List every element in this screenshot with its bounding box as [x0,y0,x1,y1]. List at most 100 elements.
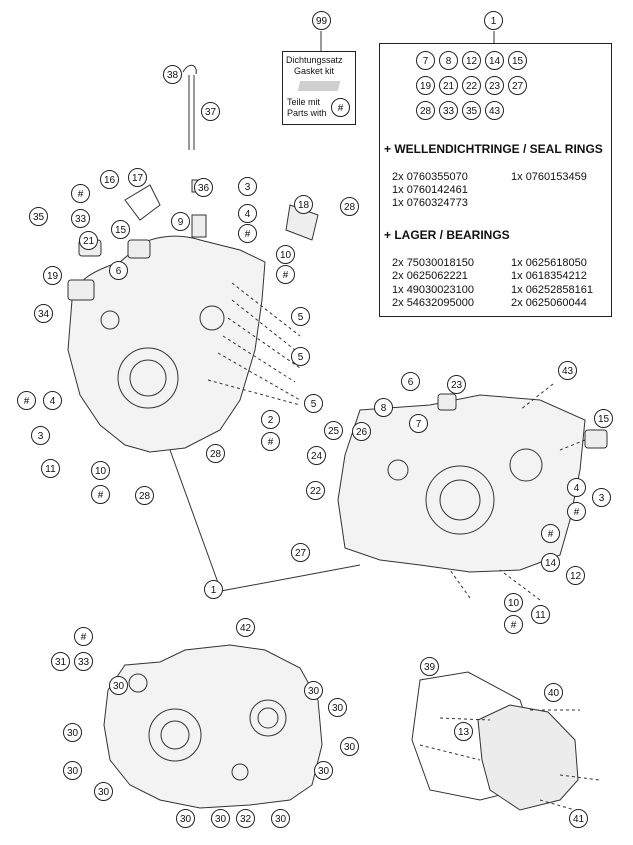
oil-tube [188,75,195,150]
kit-part-balloon: 23 [485,76,504,95]
clip-17 [124,184,161,221]
kit-part-balloon: 27 [508,76,527,95]
bearing-row: 2x 0625062221 [392,270,468,282]
bearing-bore [129,359,167,397]
bearing-bore [509,448,543,482]
hash-marker: # [331,98,350,117]
crankcase-left-half [67,235,266,453]
bearing-19 [67,279,95,301]
bearing-bore [425,465,495,535]
seal-row: 1x 0760142461 [392,184,468,196]
callout-balloon: 5 [291,307,310,326]
callout-balloon: 4 [567,478,586,497]
bearing-bore [100,310,120,330]
callout-balloon: 24 [307,446,326,465]
kit-part-balloon: 15 [508,51,527,70]
callout-balloon: 37 [201,102,220,121]
hash-marker-balloon: # [504,615,523,634]
callout-balloon: 99 [312,11,331,30]
callout-balloon: 30 [328,698,347,717]
parts-with-label-en: Parts with [287,108,327,118]
callout-balloon: 35 [29,207,48,226]
callout-balloon: 43 [558,361,577,380]
kit-part-balloon: 43 [485,101,504,120]
callout-balloon: 11 [531,605,550,624]
bearing-row: 2x 54632095000 [392,297,474,309]
crankcase-right-half [337,394,586,573]
callout-balloon: 30 [109,676,128,695]
bearing-row: 1x 49030023100 [392,284,474,296]
callout-balloon: 6 [109,261,128,280]
callout-balloon: 3 [31,426,50,445]
callout-balloon: 30 [63,761,82,780]
bearing-bore [231,763,249,781]
callout-balloon: 19 [43,266,62,285]
callout-balloon: 15 [111,220,130,239]
bearing-row: 1x 06252858161 [511,284,593,296]
callout-balloon: 2 [261,410,280,429]
callout-balloon: 30 [94,782,113,801]
kit-part-balloon: 28 [416,101,435,120]
callout-balloon: 40 [544,683,563,702]
callout-balloon: 30 [271,809,290,828]
bearing-bore [249,699,287,737]
kit-part-balloon: 19 [416,76,435,95]
kit-part-balloon: 12 [462,51,481,70]
leader-line [207,282,301,406]
callout-balloon: 31 [51,652,70,671]
kit-part-balloon: 7 [416,51,435,70]
callout-balloon: 5 [291,347,310,366]
callout-balloon: 27 [291,543,310,562]
callout-balloon: 21 [79,231,98,250]
callout-balloon: 36 [194,178,213,197]
callout-balloon: 15 [594,409,613,428]
callout-balloon: 1 [204,580,223,599]
callout-balloon: 28 [206,444,225,463]
seal-row: 2x 0760355070 [392,171,468,183]
callout-balloon: 17 [128,168,147,187]
oil-tube-cap [182,64,197,75]
leader-line [419,709,601,811]
callout-balloon: 16 [100,170,119,189]
callout-balloon: 10 [91,461,110,480]
hash-marker-balloon: # [74,627,93,646]
hash-marker-balloon: # [17,391,36,410]
bearing-bore [117,347,179,409]
bearings-heading: + LAGER / BEARINGS [384,228,510,242]
bearing-bore [439,479,481,521]
callout-balloon: 10 [276,245,295,264]
bearing-row: 2x 75030018150 [392,257,474,269]
callout-balloon: 33 [71,209,90,228]
callout-number: 99 [315,16,328,27]
callout-balloon: 28 [135,486,154,505]
callout-balloon: 38 [163,65,182,84]
callout-balloon: 3 [592,488,611,507]
hash-marker-balloon: # [541,524,560,543]
callout-balloon: 4 [238,204,257,223]
callout-balloon: 32 [236,809,255,828]
hash-marker-balloon: # [71,184,90,203]
hash-marker-balloon: # [261,432,280,451]
callout-balloon: 8 [374,398,393,417]
callout-number: 1 [490,16,497,27]
kit-part-balloon: 35 [462,101,481,120]
callout-balloon: 7 [409,414,428,433]
callout-balloon: 6 [401,372,420,391]
callout-balloon: 3 [238,177,257,196]
callout-balloon: 23 [447,375,466,394]
callout-balloon: 30 [314,761,333,780]
callout-balloon: 42 [236,618,255,637]
bearing-bore [148,708,202,762]
callout-balloon: 13 [454,722,473,741]
callout-balloon: 11 [41,459,60,478]
gasket-kit-label-de: Dichtungssatz [286,55,343,65]
seal-row: 1x 0760324773 [392,197,468,209]
bearing-bore [128,673,148,693]
bearing-bore [199,305,225,331]
bearing-23 [437,393,457,411]
callout-balloon: 18 [294,195,313,214]
bearing-bore [160,720,190,750]
hash-marker-balloon: # [91,485,110,504]
callout-balloon: 10 [504,593,523,612]
